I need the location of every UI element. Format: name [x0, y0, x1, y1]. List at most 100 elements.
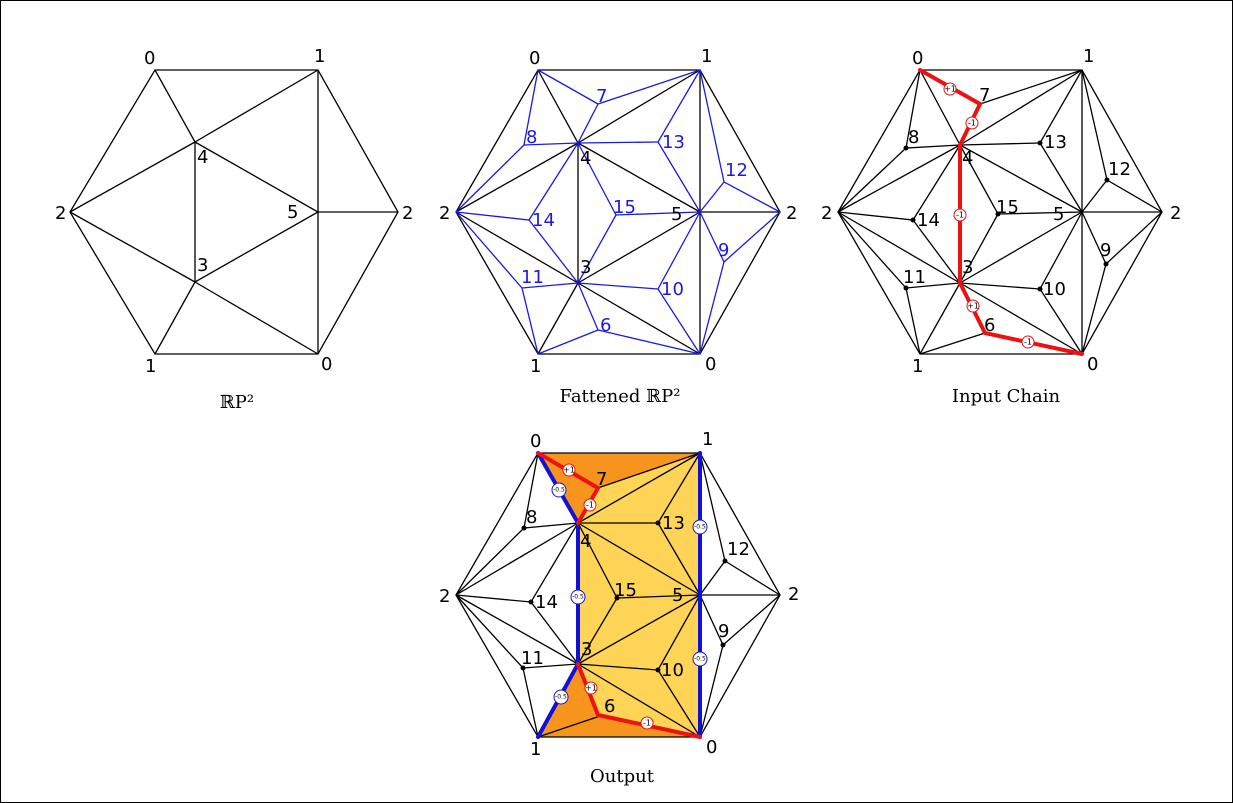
coefficient-badge: +1 — [966, 299, 980, 313]
panel-input-chain: +1 -1 -1 +1 -1 0 1 2 2 1 0 7 8 13 4 12 1… — [821, 46, 1181, 407]
vertex-label: 0 — [321, 354, 332, 375]
vertex-label: 2 — [1170, 203, 1181, 224]
panel-fattened: 0 1 2 2 1 0 4 5 3 7 8 13 12 14 15 9 11 1… — [439, 46, 797, 407]
vertex-label: 2 — [439, 586, 450, 607]
node-label: 10 — [1043, 279, 1066, 300]
node-label: 11 — [521, 648, 544, 669]
node-label: 13 — [662, 513, 685, 534]
output-chain-path — [536, 451, 601, 525]
coefficient-badge: -0.5 — [570, 589, 586, 605]
node-label: 12 — [1108, 159, 1131, 180]
node-label: 11 — [521, 267, 544, 288]
vertex-label: 3 — [580, 257, 591, 278]
vertex-label: 0 — [912, 48, 923, 69]
svg-text:+1: +1 — [563, 466, 575, 475]
node-label: 7 — [979, 85, 990, 106]
vertex-label: 0 — [1087, 354, 1098, 375]
vertex-label: 1 — [912, 356, 923, 377]
caption-rp2: ℝP² — [220, 392, 254, 413]
coefficient-badge: -0.5 — [692, 651, 708, 667]
node-label: 8 — [908, 127, 919, 148]
vertex-label: 2 — [439, 203, 450, 224]
vertex-label: 1 — [530, 739, 541, 760]
svg-text:-1: -1 — [643, 719, 651, 728]
svg-text:-1: -1 — [586, 501, 594, 510]
vertex-label: 2 — [821, 203, 832, 224]
node-label: 9 — [718, 240, 729, 261]
coefficient-badge: -0.5 — [692, 519, 708, 535]
vertex-label: 0 — [530, 431, 541, 452]
node-label: 15 — [613, 197, 636, 218]
node-label: 8 — [526, 507, 537, 528]
vertex-label: 0 — [706, 737, 717, 758]
vertex-label: 1 — [314, 46, 325, 67]
vertex-label: 5 — [671, 204, 682, 225]
coefficient-badge: -1 — [965, 116, 979, 130]
svg-text:+1: +1 — [944, 85, 956, 94]
fill-dark-top — [538, 453, 700, 523]
vertex-label: 1 — [1083, 46, 1094, 67]
coefficient-badge: -1 — [1021, 335, 1035, 349]
vertex-label: 3 — [197, 255, 208, 276]
vertex-label: 3 — [962, 257, 973, 278]
vertex-label: 5 — [1053, 204, 1064, 225]
node-label: 15 — [614, 580, 637, 601]
node-label: 6 — [984, 315, 995, 336]
node-label: 6 — [600, 315, 611, 336]
vertex-label: 0 — [705, 354, 716, 375]
node-label: 9 — [1100, 240, 1111, 261]
coefficient-badge: +1 — [943, 82, 957, 96]
node-label: 13 — [1044, 132, 1067, 153]
coefficient-badge: +1 — [584, 681, 598, 695]
svg-text:-1: -1 — [968, 119, 976, 128]
vertex-label: 4 — [580, 531, 591, 552]
node-label: 7 — [596, 86, 607, 107]
vertex-label: 2 — [786, 203, 797, 224]
svg-text:-1: -1 — [1024, 338, 1032, 347]
vertex-label: 1 — [530, 356, 541, 377]
coefficient-badge: -0.5 — [551, 482, 567, 498]
vertex-label: 4 — [197, 147, 208, 168]
node-label: 7 — [596, 469, 607, 490]
vertex-label: 5 — [672, 585, 683, 606]
caption-fattened: Fattened ℝP² — [560, 386, 681, 407]
vertex-label: 4 — [962, 148, 973, 169]
node-label: 14 — [917, 210, 940, 231]
vertex-label: 2 — [788, 584, 799, 605]
svg-text:+1: +1 — [967, 302, 979, 311]
output-chain-path — [576, 662, 702, 739]
coefficient-badge: -1 — [583, 498, 597, 512]
node-label: 10 — [661, 279, 684, 300]
svg-text:-0.5: -0.5 — [555, 694, 567, 701]
node-label: 10 — [661, 660, 684, 681]
node-label: 12 — [727, 539, 750, 560]
vertex-label: 2 — [402, 203, 413, 224]
node-label: 14 — [535, 592, 558, 613]
coefficient-badge: -0.5 — [553, 689, 569, 705]
node-label: 14 — [532, 210, 555, 231]
vertex-label: 0 — [529, 48, 540, 69]
coefficient-badge: -1 — [953, 208, 967, 222]
vertex-label: 3 — [581, 639, 592, 660]
vertex-label: 2 — [55, 203, 66, 224]
node-label: 8 — [526, 127, 537, 148]
node-label: 12 — [725, 160, 748, 181]
panel-rp2: 0 1 2 2 1 0 4 5 3 ℝP² — [55, 46, 413, 413]
vertex-label: 1 — [145, 356, 156, 377]
node-label: 11 — [903, 267, 926, 288]
caption-input-chain: Input Chain — [952, 386, 1061, 407]
node-label: 15 — [996, 197, 1019, 218]
coefficient-badge: +1 — [562, 463, 576, 477]
vertex-label: 0 — [144, 48, 155, 69]
svg-text:-0.5: -0.5 — [694, 656, 706, 663]
svg-text:-0.5: -0.5 — [553, 487, 565, 494]
coefficient-badge: -1 — [640, 716, 654, 730]
panel-output: +1 -1 +1 -1 -0.5 -0.5 -0.5 -0.5 — [439, 429, 799, 787]
svg-text:+1: +1 — [585, 684, 597, 693]
node-label: 6 — [604, 696, 615, 717]
vertex-label: 4 — [580, 148, 591, 169]
node-label: 13 — [662, 132, 685, 153]
vertex-label: 1 — [702, 429, 713, 450]
svg-text:-0.5: -0.5 — [572, 594, 584, 601]
